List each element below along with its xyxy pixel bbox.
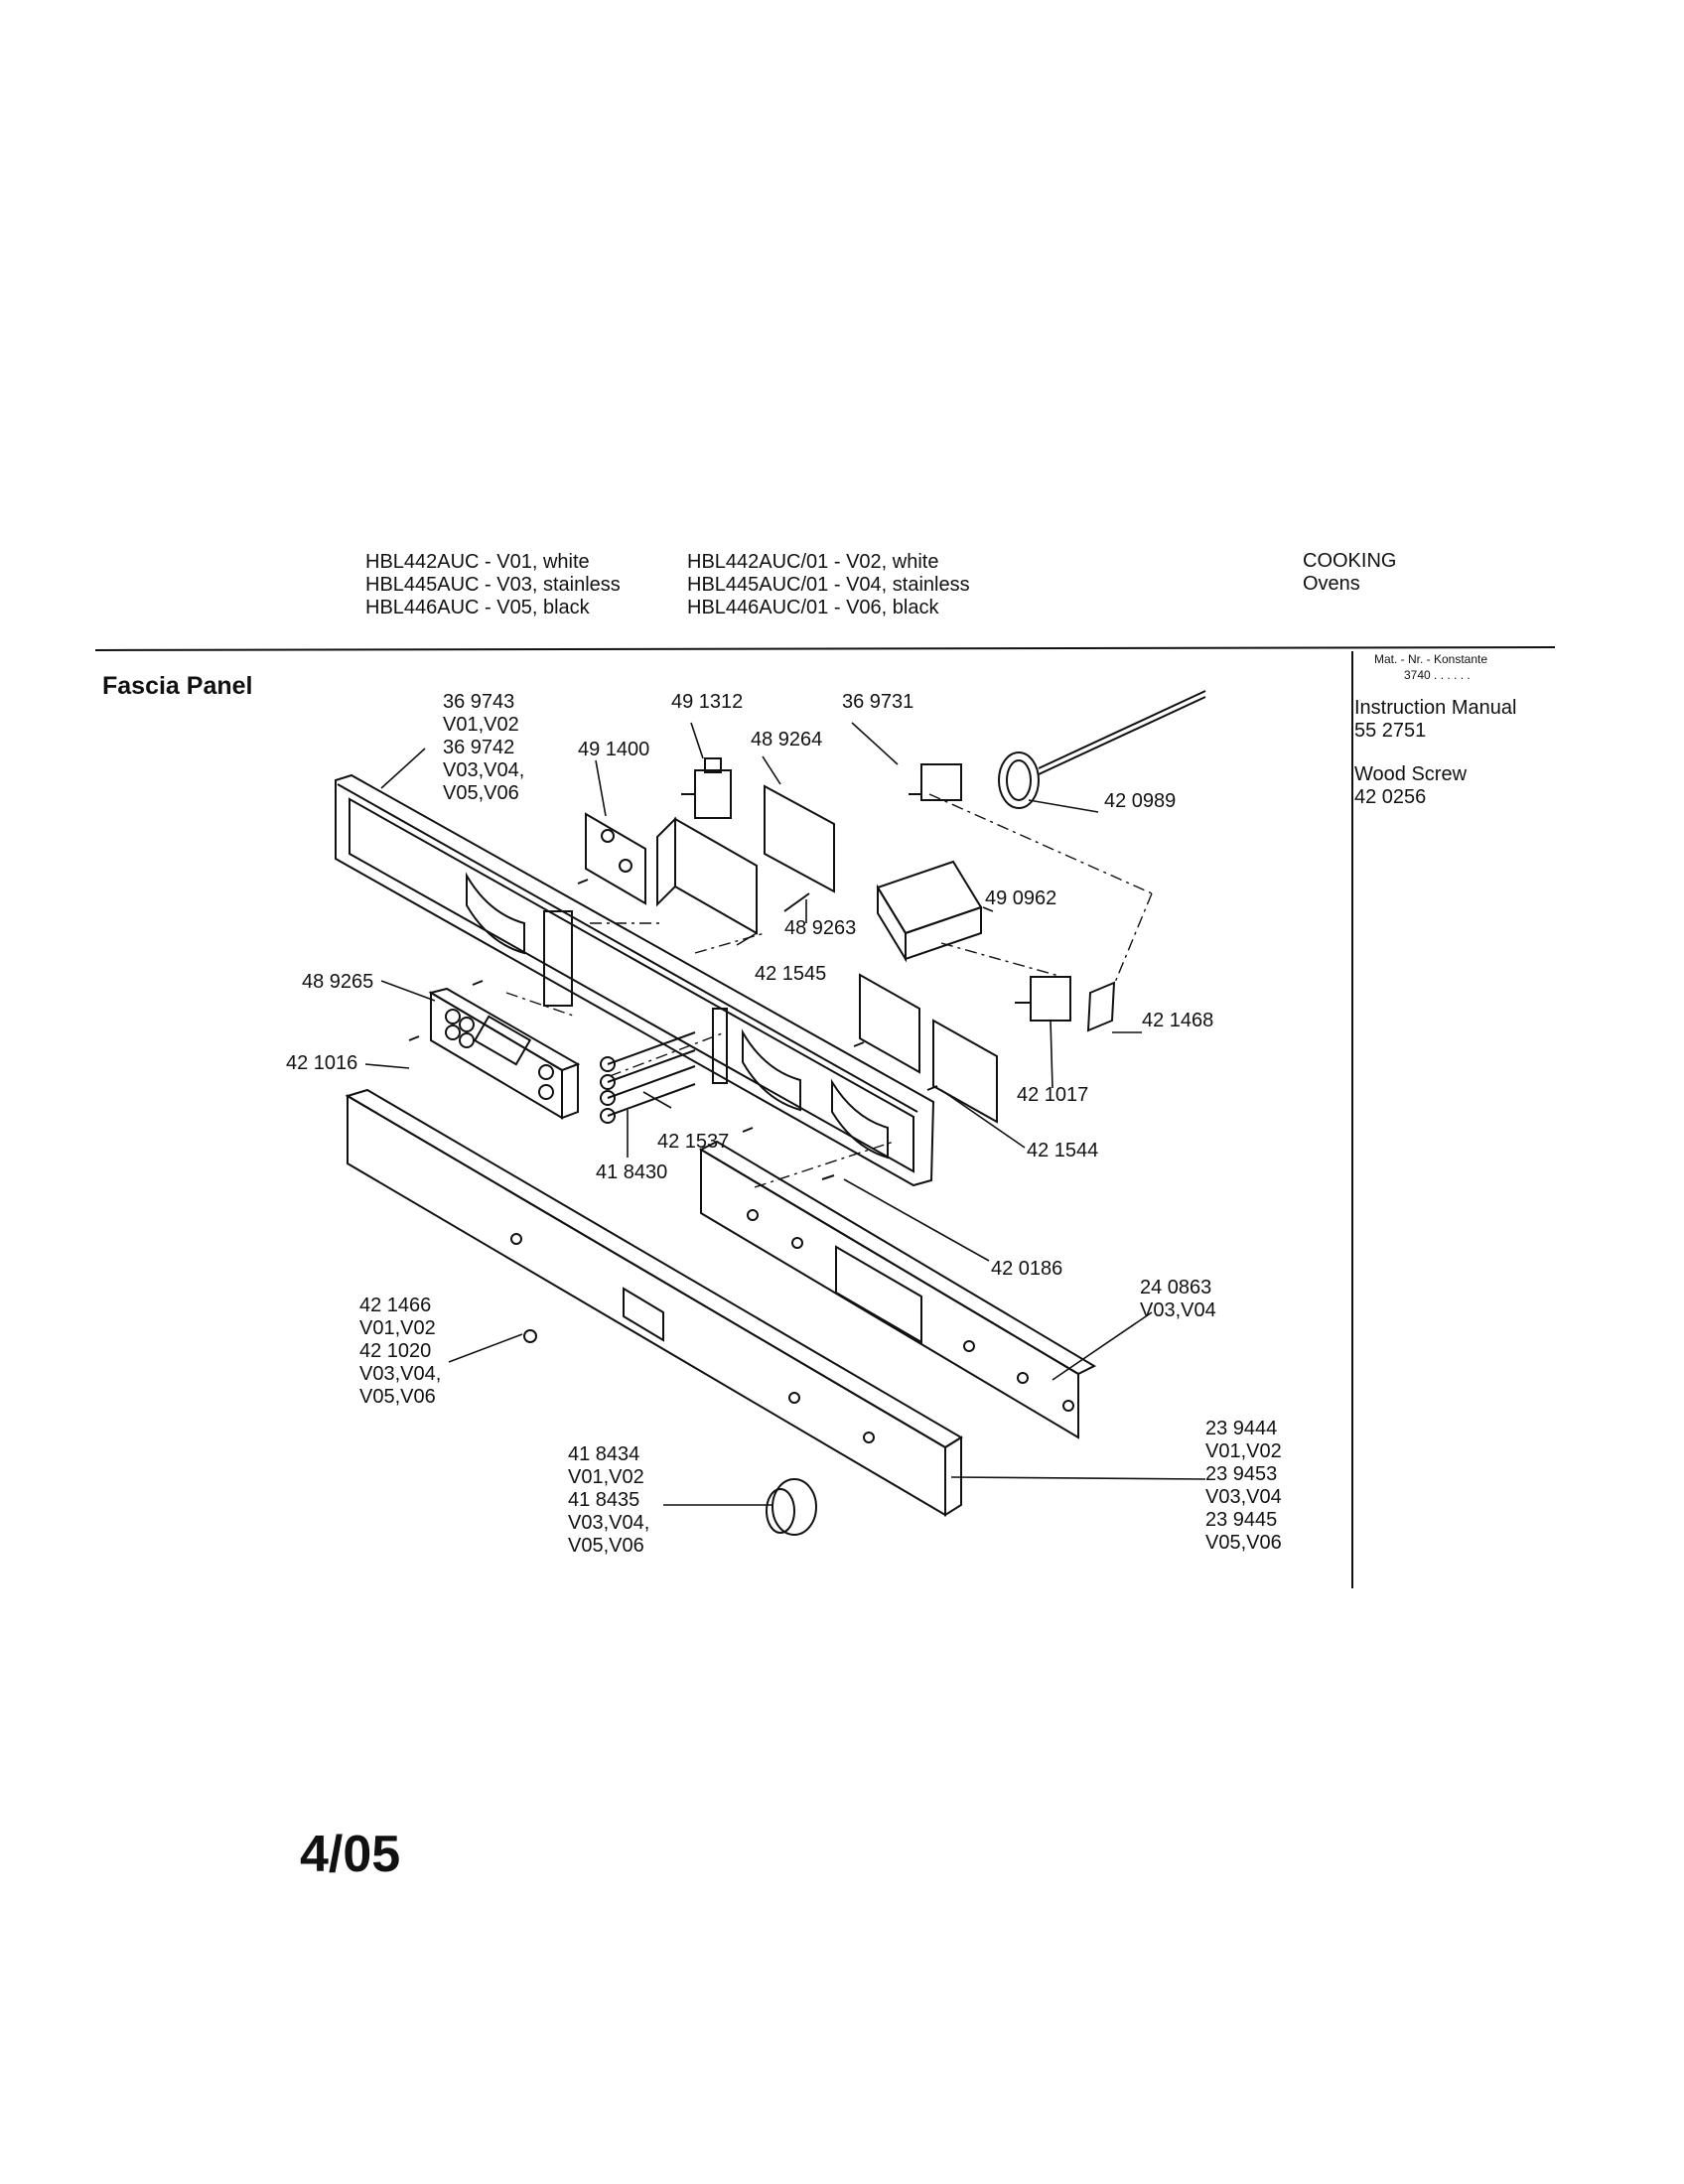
label-line: 23 9445 — [1205, 1509, 1278, 1531]
leader-lines — [364, 722, 1206, 1506]
label-418434: 41 8434 V01,V02 41 8435 V03,V04, V05,V06 — [568, 1443, 649, 1558]
sidebar-item-name: Wood Screw — [1354, 763, 1468, 785]
label-line: 42 1020 — [359, 1340, 432, 1362]
label-line: V05,V06 — [443, 782, 519, 804]
label-line: V01,V02 — [443, 714, 519, 736]
label-421466: 42 1466 V01,V02 42 1020 V03,V04, V05,V06 — [359, 1295, 441, 1409]
label-489264: 48 9264 — [751, 729, 823, 751]
label-line: V01,V02 — [359, 1317, 436, 1339]
knob-shafts — [600, 1031, 696, 1124]
label-369743: 36 9743 V01,V02 36 9742 V03,V04, V05,V06 — [443, 691, 524, 805]
front-fascia-panel — [345, 1088, 963, 1517]
circuit-board-right — [932, 1019, 998, 1124]
label-line: 42 1466 — [359, 1295, 432, 1316]
label-line: V01,V02 — [568, 1466, 644, 1488]
circuit-board-left — [585, 812, 646, 905]
model-line: HBL442AUC - V01, white — [365, 551, 590, 573]
model-line: HBL442AUC/01 - V02, white — [687, 551, 939, 573]
label-421545: 42 1545 — [755, 963, 827, 985]
model-line: HBL445AUC - V03, stainless — [365, 574, 621, 596]
model-line: HBL445AUC/01 - V04, stainless — [687, 574, 970, 596]
label-369731: 36 9731 — [842, 691, 914, 713]
label-line: V05,V06 — [568, 1535, 644, 1557]
model-list-right: HBL442AUC/01 - V02, white HBL445AUC/01 -… — [687, 551, 970, 619]
label-line: 41 8434 — [568, 1443, 640, 1465]
sidebar-item-manual: Instruction Manual 55 2751 — [1354, 697, 1516, 743]
label-420186: 42 0186 — [991, 1258, 1063, 1280]
label-421468: 42 1468 — [1142, 1010, 1214, 1031]
stainless-trim-panel — [698, 1140, 1097, 1439]
model-list-left: HBL442AUC - V01, white HBL445AUC - V03, … — [365, 551, 621, 619]
thermostat — [909, 690, 1206, 809]
label-line: V03,V04 — [1205, 1486, 1282, 1508]
header-rule — [94, 646, 1556, 651]
circuit-board-top — [764, 784, 835, 893]
page-number: 4/05 — [300, 1826, 401, 1883]
rotary-switch-top — [681, 757, 732, 819]
label-line: V03,V04, — [568, 1512, 650, 1534]
label-line: 23 9444 — [1205, 1418, 1278, 1439]
label-421537: 42 1537 — [657, 1131, 730, 1153]
category-label: COOKING Ovens — [1303, 550, 1396, 596]
label-421016: 42 1016 — [286, 1052, 358, 1074]
label-line: 24 0863 — [1140, 1277, 1212, 1298]
label-490962: 49 0962 — [985, 887, 1057, 909]
display-module — [428, 987, 581, 1120]
label-489265: 48 9265 — [302, 971, 374, 993]
sidebar-item-number: 55 2751 — [1354, 720, 1427, 742]
label-line: 41 8435 — [568, 1489, 640, 1511]
label-421017: 42 1017 — [1017, 1084, 1089, 1106]
selector-switch — [876, 860, 983, 963]
screws — [408, 879, 938, 1180]
label-line: V05,V06 — [1205, 1532, 1282, 1554]
label-line: 36 9742 — [443, 737, 515, 758]
label-line: V03,V04, — [443, 759, 525, 781]
label-239444: 23 9444 V01,V02 23 9453 V03,V04 23 9445 … — [1205, 1418, 1282, 1555]
label-418430: 41 8430 — [596, 1161, 668, 1183]
label-491400: 49 1400 — [578, 739, 650, 760]
control-knob — [766, 1478, 817, 1536]
sidebar-item-screw: Wood Screw 42 0256 — [1354, 763, 1467, 809]
label-420989: 42 0989 — [1104, 790, 1177, 812]
section-title: Fascia Panel — [102, 672, 253, 700]
mat-nr-label: Mat. - Nr. - Konstante — [1374, 652, 1488, 666]
push-button — [523, 1329, 537, 1343]
label-line: V01,V02 — [1205, 1440, 1282, 1462]
screw-connector — [783, 892, 810, 912]
label-240863: 24 0863 V03,V04 — [1140, 1277, 1216, 1322]
label-421544: 42 1544 — [1027, 1140, 1099, 1161]
label-line: V03,V04 — [1140, 1299, 1216, 1321]
model-line: HBL446AUC/01 - V06, black — [687, 597, 939, 618]
category-line: Ovens — [1303, 573, 1360, 595]
mat-nr-value: 3740 . . . . . . — [1404, 668, 1471, 682]
label-489263: 48 9263 — [784, 917, 857, 939]
category-line: COOKING — [1303, 550, 1397, 572]
label-491312: 49 1312 — [671, 691, 744, 713]
circuit-board-mid — [859, 973, 920, 1074]
model-line: HBL446AUC - V05, black — [365, 597, 590, 618]
mounting-bracket — [656, 816, 758, 935]
label-line: V05,V06 — [359, 1386, 436, 1408]
fascia-frame — [335, 773, 935, 1187]
rotary-switch-right — [1015, 976, 1116, 1032]
label-line: 23 9453 — [1205, 1463, 1278, 1485]
label-line: 36 9743 — [443, 691, 515, 713]
sidebar-item-name: Instruction Manual — [1354, 697, 1517, 719]
clip-bracket — [1086, 981, 1116, 1032]
label-line: V03,V04, — [359, 1363, 442, 1385]
sidebar-item-number: 42 0256 — [1354, 786, 1427, 808]
alignment-lines — [505, 793, 1153, 1188]
